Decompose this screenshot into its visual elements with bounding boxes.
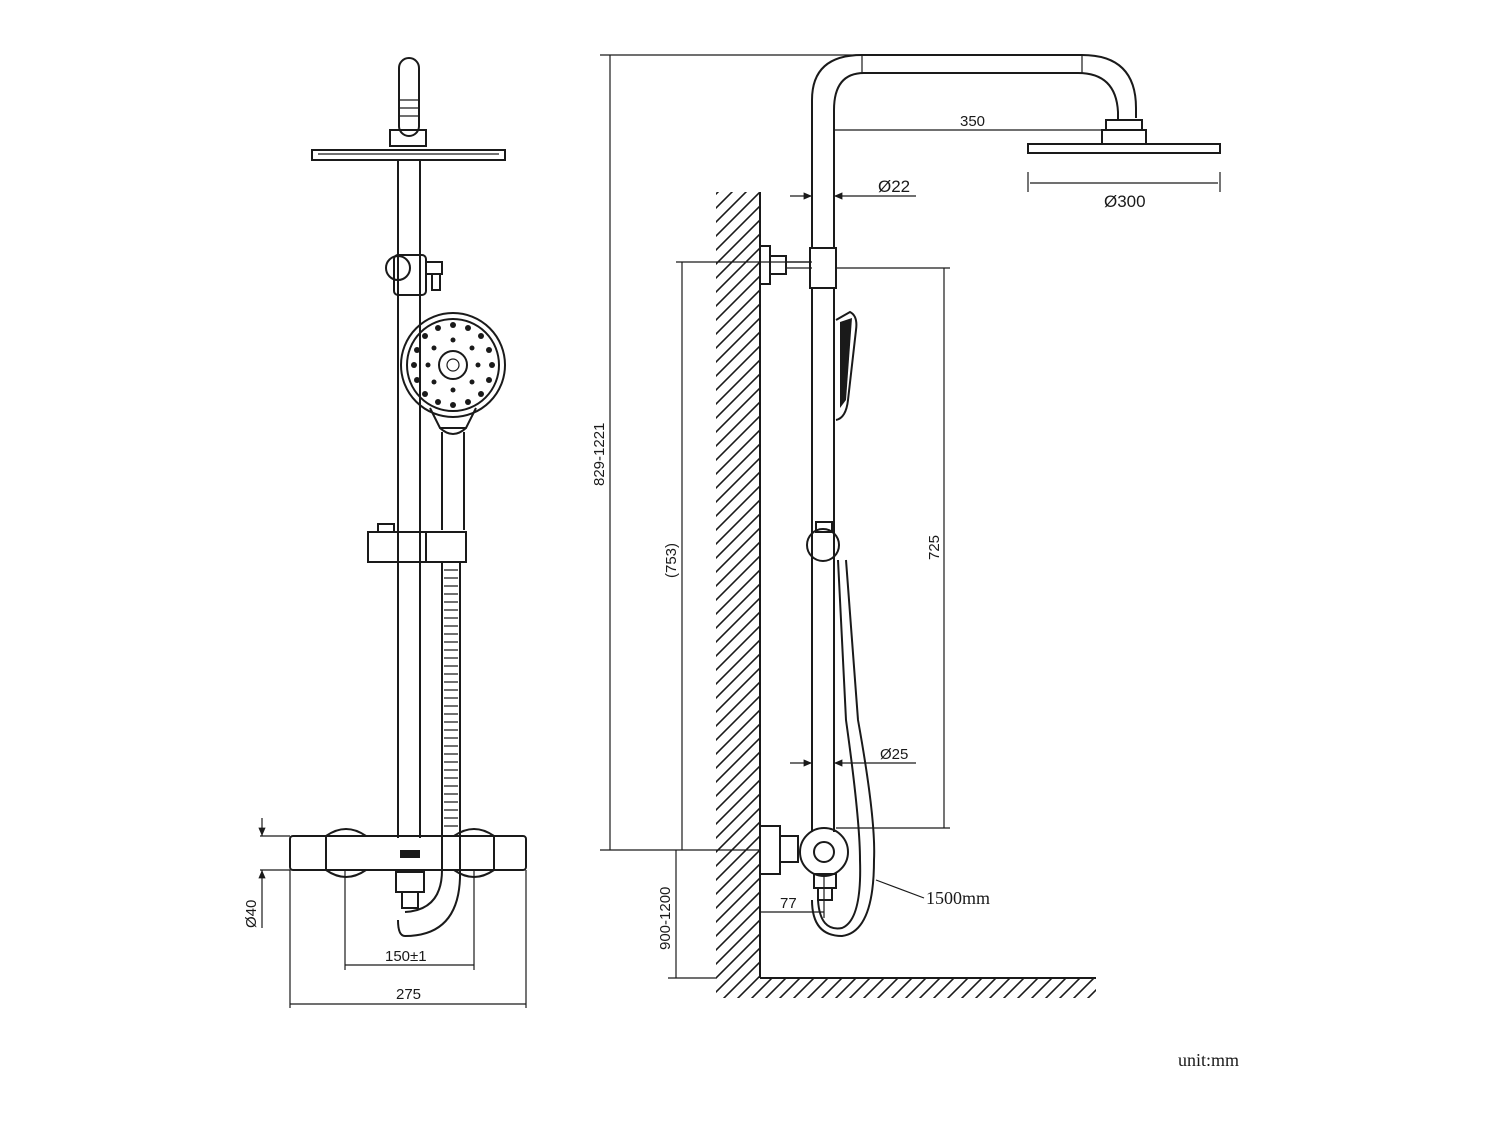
dim-slide-rail: 725 [926,535,943,560]
dim-inlet-spacing: 150±1 [385,948,427,965]
dim-lower-pipe-dia: Ø25 [880,746,908,763]
dim-bracket-height: (753) [663,543,680,578]
dim-body-dia: Ø40 [243,900,260,928]
unit-label: unit:mm [1178,1050,1239,1070]
dim-valve-offset: 77 [780,895,797,912]
wall-hatch [716,192,760,978]
dim-head-dia: Ø300 [1104,192,1146,211]
floor-hatch [716,978,1096,998]
dim-total-height: 829-1221 [591,423,608,486]
dim-hose-length: 1500mm [926,888,990,908]
hand-shower-nozzles [411,322,495,408]
side-view [600,54,1221,998]
dim-arm-pipe-dia: Ø22 [878,177,910,196]
front-view [258,57,527,1008]
hose-coil-front [444,569,458,827]
dim-arm-length: 350 [960,113,985,130]
dim-install-height: 900-1200 [657,887,674,950]
dim-body-width: 275 [396,986,421,1003]
